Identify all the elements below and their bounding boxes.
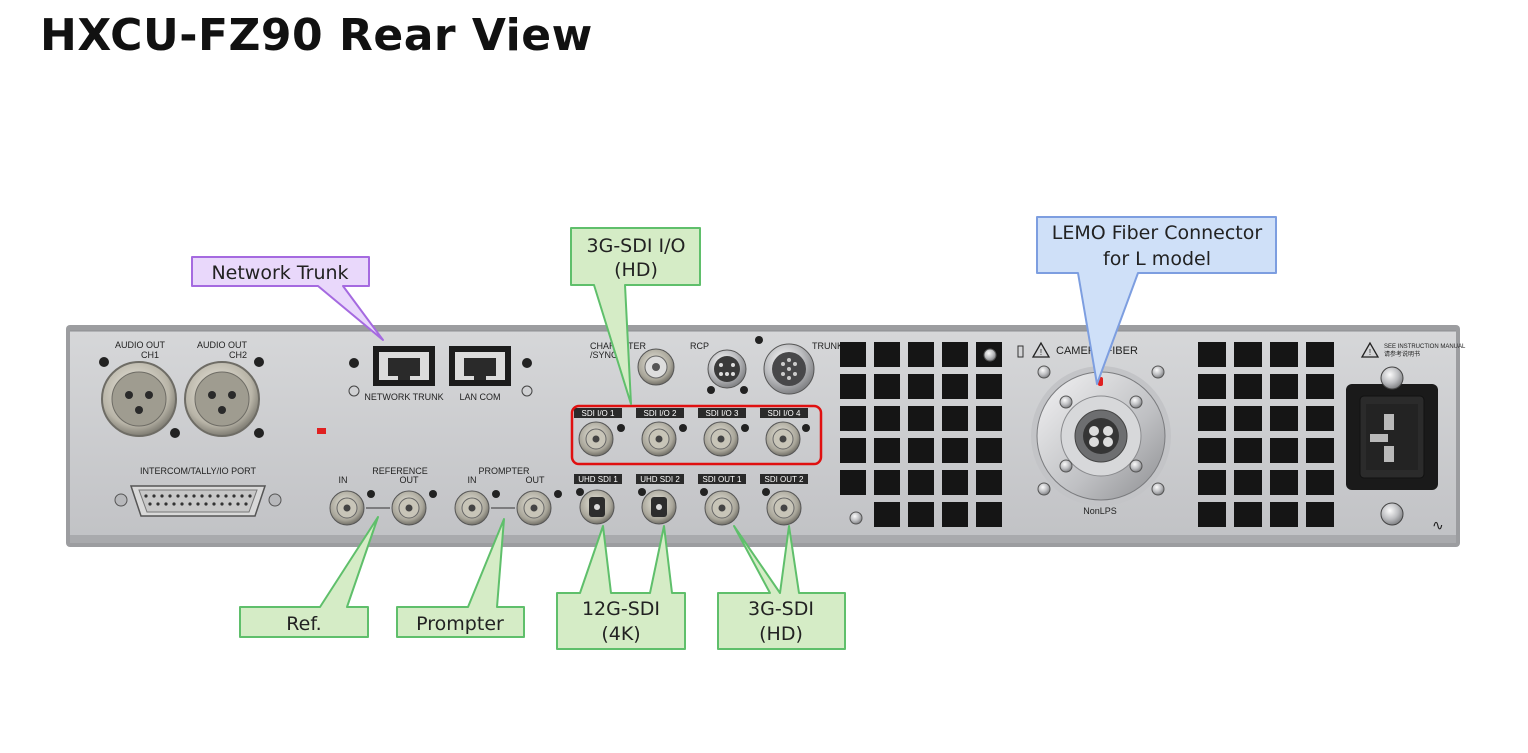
callout-sdi-io-text-a: 3G-SDI I/O [587, 235, 686, 257]
out-label-bar [574, 474, 808, 484]
label-lan-com: LAN COM [459, 392, 500, 402]
callout-lemo-text-a: LEMO Fiber Connector [1052, 222, 1263, 244]
label-see-manual-b: 请参考说明书 [1384, 350, 1420, 358]
label-rcp: RCP [690, 341, 709, 351]
label-audio-out-ch2-b: CH2 [229, 350, 247, 360]
callout-sdi-io-text-b: (HD) [614, 259, 658, 281]
label-audio-out-ch2-a: AUDIO OUT [197, 340, 248, 350]
label-sdi-io-2: SDI I/O 2 [644, 409, 677, 418]
reference-in-bnc [329, 490, 375, 526]
warning-icon [1031, 341, 1051, 358]
label-see-manual-a: SEE INSTRUCTION MANUAL [1384, 344, 1466, 350]
vent-grille-left [840, 342, 1002, 527]
callout-lemo: LEMO Fiber Connector for L model [1036, 216, 1277, 385]
callout-3g-sdi-out-text-b: (HD) [759, 623, 803, 645]
label-nonlps: NonLPS [1083, 506, 1117, 516]
label-sdi-io-3: SDI I/O 3 [706, 409, 739, 418]
callout-3g-sdi-out-text-a: 3G-SDI [748, 598, 814, 620]
label-audio-out-ch1-b: CH1 [141, 350, 159, 360]
callout-network-trunk-text: Network Trunk [211, 262, 348, 284]
prompter-in-bnc [454, 490, 500, 526]
callout-12g-sdi-text-a: 12G-SDI [582, 598, 660, 620]
label-reference-in: IN [339, 475, 348, 485]
reference-out-bnc [391, 490, 437, 526]
status-led [317, 428, 326, 434]
callout-network-trunk: Network Trunk [191, 256, 384, 341]
uhd-sdi-1-bnc [576, 488, 615, 525]
label-prompter-in: IN [468, 475, 477, 485]
svg-text:!: ! [1369, 348, 1371, 357]
sdi-out-1-bnc [700, 488, 740, 526]
sdi-io-3-bnc [703, 421, 749, 457]
network-trunk-port [348, 346, 435, 397]
label-network-trunk: NETWORK TRUNK [364, 392, 443, 402]
character-sync-bnc [637, 348, 675, 386]
label-uhd-sdi-1: UHD SDI 1 [578, 475, 618, 484]
callout-lemo-text-b: for L model [1103, 248, 1211, 270]
svg-text:!: ! [1040, 348, 1042, 357]
label-sdi-io-1: SDI I/O 1 [582, 409, 615, 418]
callout-prompter: Prompter [396, 518, 525, 638]
rcp-connector [707, 349, 748, 394]
callout-sdi-io: 3G-SDI I/O (HD) [570, 227, 701, 405]
screw-icon [849, 511, 863, 525]
label-prompter: PROMPTER [478, 466, 530, 476]
callout-3g-sdi-out: 3G-SDI (HD) [717, 525, 846, 650]
callout-12g-sdi: 12G-SDI (4K) [556, 525, 686, 650]
label-sdi-out-2: SDI OUT 2 [765, 475, 805, 484]
label-audio-out-ch1-a: AUDIO OUT [115, 340, 166, 350]
lemo-fiber-connector [1031, 366, 1171, 506]
vent-grille-right [1198, 342, 1334, 527]
sdi-io-4-bnc [765, 421, 810, 457]
callout-ref: Ref. [239, 516, 379, 638]
sdi-io-label-bar [574, 408, 808, 418]
prompter-out-bnc [516, 490, 562, 526]
sdi-io-1-bnc [578, 421, 625, 457]
audio-out-ch1-connector [99, 357, 180, 438]
callout-12g-sdi-text-b: (4K) [601, 623, 640, 645]
callout-prompter-text: Prompter [416, 613, 504, 635]
label-trunk: TRUNK [812, 341, 843, 351]
trunk-connector [755, 336, 815, 395]
label-reference: REFERENCE [372, 466, 428, 476]
label-reference-out: OUT [400, 475, 420, 485]
sdi-io-2-bnc [641, 421, 687, 457]
sdi-io-highlight [570, 404, 823, 466]
label-prompter-out: OUT [526, 475, 546, 485]
label-uhd-sdi-2: UHD SDI 2 [640, 475, 680, 484]
page-title: HXCU-FZ90 Rear View [40, 10, 593, 61]
label-sdi-out-1: SDI OUT 1 [703, 475, 743, 484]
ac-power-inlet [1346, 366, 1438, 526]
intercom-dsub-connector [114, 485, 282, 517]
label-intercom-port: INTERCOM/TALLY/IO PORT [140, 466, 257, 476]
sdi-out-2-bnc [762, 488, 802, 526]
ac-symbol-icon: ∿ [1432, 518, 1444, 534]
uhd-sdi-2-bnc [638, 488, 677, 525]
label-character-b: /SYNC [590, 350, 618, 360]
label-sdi-io-4: SDI I/O 4 [768, 409, 801, 418]
warning-icon [1360, 341, 1380, 358]
lan-com-port [449, 346, 533, 397]
callout-ref-text: Ref. [286, 613, 321, 635]
indicator-slot [1017, 345, 1024, 358]
screw-icon [983, 348, 997, 362]
audio-out-ch2-connector [184, 357, 264, 438]
